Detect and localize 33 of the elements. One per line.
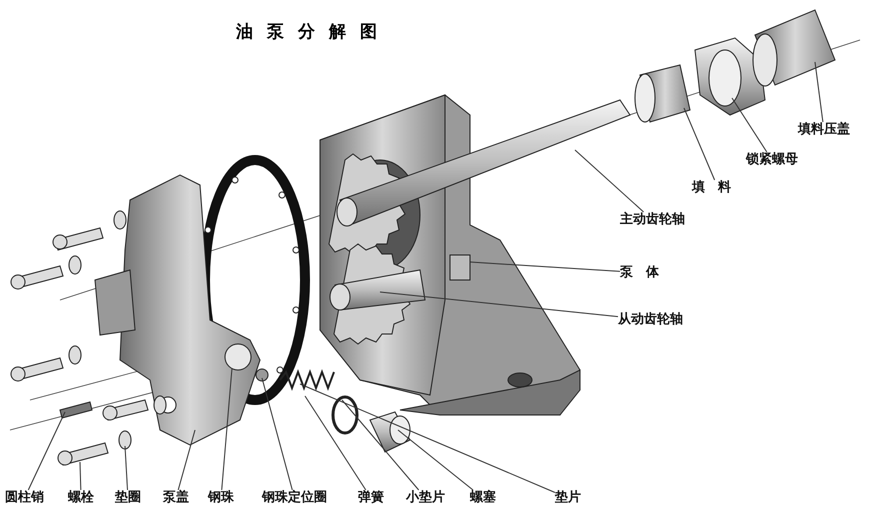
leader-line	[304, 396, 366, 490]
part-label: 钢珠	[208, 490, 234, 505]
leader-line	[28, 412, 66, 490]
leader-line	[178, 430, 196, 490]
part-label: 小垫片	[406, 490, 445, 505]
part-label: 填料	[692, 180, 744, 195]
leader-line	[398, 430, 474, 490]
leader-line	[342, 400, 420, 490]
part-label: 螺栓	[68, 490, 94, 505]
leader-line	[732, 98, 768, 152]
leader-line	[684, 108, 716, 180]
leader-line	[124, 446, 128, 490]
part-label: 垫片	[555, 490, 581, 505]
part-label: 锁紧螺母	[746, 152, 798, 167]
part-label: 螺塞	[470, 490, 496, 505]
part-label: 钢珠定位圈	[262, 490, 327, 505]
leader-line	[262, 378, 293, 490]
part-label: 圆柱销	[5, 490, 44, 505]
diagram-title: 油泵分解图	[236, 21, 391, 43]
leader-line	[221, 368, 232, 490]
part-label: 主动齿轮轴	[620, 212, 685, 227]
leader-line	[574, 150, 644, 212]
leader-line	[300, 384, 556, 493]
part-label: 泵盖	[163, 490, 189, 505]
part-label: 填料压盖	[798, 122, 850, 137]
part-label: 泵体	[620, 265, 672, 280]
leader-line	[80, 462, 82, 490]
part-label: 从动齿轮轴	[618, 312, 683, 327]
part-label: 弹簧	[358, 490, 384, 505]
part-label: 垫圈	[115, 490, 141, 505]
leader-line	[470, 262, 620, 272]
leader-line	[380, 292, 618, 318]
leader-line	[814, 62, 824, 122]
